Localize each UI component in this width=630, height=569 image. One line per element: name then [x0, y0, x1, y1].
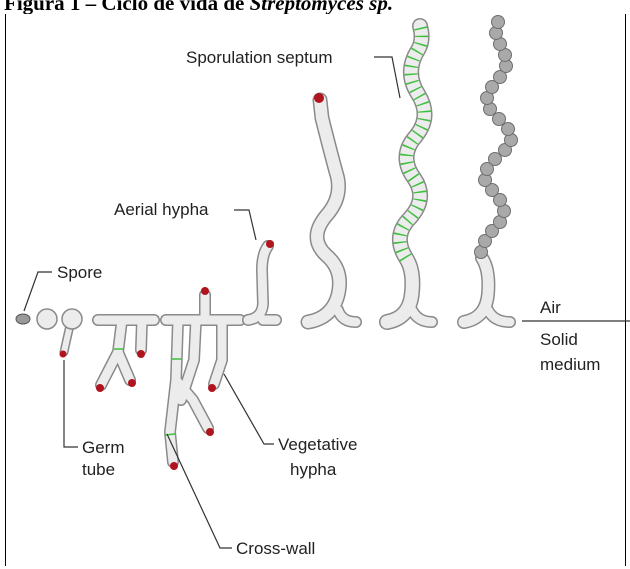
growing-tip [266, 240, 274, 248]
growing-tip [96, 384, 104, 392]
growing-tip [170, 462, 178, 470]
leader-lines [24, 57, 400, 548]
growing-tip [128, 379, 136, 387]
young-mycelium [96, 320, 154, 392]
growing-tip [206, 428, 214, 436]
solid-medium-label-line1: Solid [540, 330, 578, 349]
germ-tube-leader [64, 360, 78, 447]
spore [16, 314, 30, 324]
germ-tube-label-line1: Germ [82, 438, 125, 457]
germ-tube-label-line2: tube [82, 460, 115, 479]
growing-tip [208, 384, 216, 392]
growing-tip [314, 93, 324, 103]
aerial-hypha-wavy [308, 93, 356, 322]
swollen-spore [37, 309, 57, 329]
growing-tip [201, 287, 209, 295]
sporulation-septum-leader [374, 57, 400, 98]
spore-label: Spore [57, 263, 102, 282]
spore-chain-beads [475, 16, 518, 259]
sporulation-septum-label: Sporulation septum [186, 48, 332, 67]
sporulating-hypha [387, 26, 432, 322]
spore-leader [24, 272, 52, 311]
solid-medium-label-line2: medium [540, 355, 600, 374]
spore-chain [464, 16, 518, 323]
vegetative-hypha-label-line1: Vegetative [278, 435, 357, 454]
growing-tip [60, 351, 67, 358]
aerial-hypha-label: Aerial hypha [114, 200, 209, 219]
growing-tip [137, 350, 145, 358]
vegetative-hypha-label-line2: hypha [290, 460, 337, 479]
vegetative-mycelium [165, 287, 240, 470]
aerial-hypha-early [248, 240, 276, 320]
air-label: Air [540, 298, 561, 317]
cross-wall-label: Cross-wall [236, 539, 315, 558]
vegetative-hypha-leader [224, 374, 274, 444]
germinating-spore [60, 309, 83, 358]
aerial-hypha-leader [234, 210, 256, 240]
